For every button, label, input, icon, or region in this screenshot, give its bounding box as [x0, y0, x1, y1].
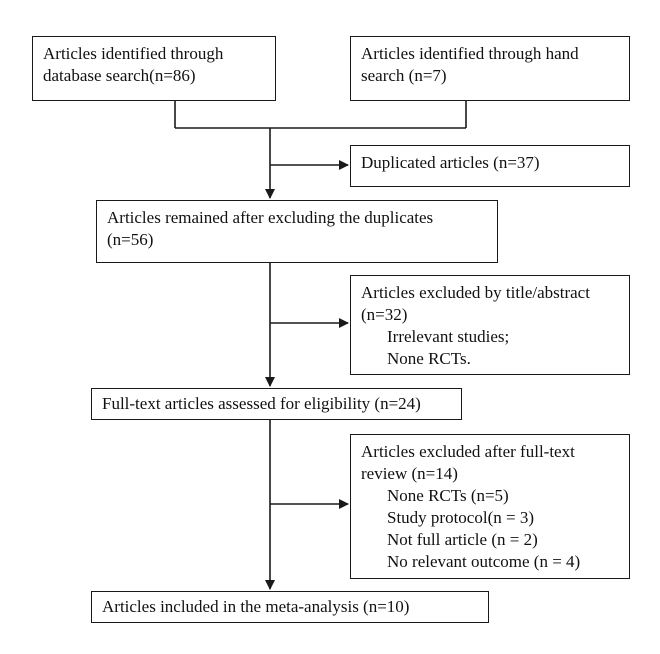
- exclusion-reason: No relevant outcome (n = 4): [387, 552, 581, 571]
- box-text-line: Articles included in the meta-analysis (…: [102, 597, 410, 616]
- box-fulltext-assessed: Full-text articles assessed for eligibil…: [91, 388, 462, 420]
- box-text-line: review (n=14): [361, 464, 458, 483]
- box-duplicated-articles: Duplicated articles (n=37): [350, 145, 630, 187]
- exclusion-reason: Study protocol(n = 3): [387, 508, 534, 527]
- box-text-line: search (n=7): [361, 66, 447, 85]
- box-excluded-title-abstract: Articles excluded by title/abstract (n=3…: [350, 275, 630, 375]
- box-hand-search: Articles identified through hand search …: [350, 36, 630, 101]
- exclusion-reason: Not full article (n = 2): [387, 530, 538, 549]
- box-text-line: (n=56): [107, 230, 154, 249]
- box-text-line: Articles identified through: [43, 44, 224, 63]
- box-text-line: Articles excluded after full-text: [361, 442, 575, 461]
- exclusion-reason: None RCTs.: [387, 349, 471, 368]
- box-text-line: Duplicated articles (n=37): [361, 153, 540, 172]
- box-excluded-fulltext: Articles excluded after full-text review…: [350, 434, 630, 579]
- box-text-line: Full-text articles assessed for eligibil…: [102, 394, 421, 413]
- box-text-line: Articles excluded by title/abstract: [361, 283, 590, 302]
- exclusion-reason: Irrelevant studies;: [387, 327, 510, 346]
- box-text-line: (n=32): [361, 305, 408, 324]
- box-articles-included: Articles included in the meta-analysis (…: [91, 591, 489, 623]
- box-database-search: Articles identified through database sea…: [32, 36, 276, 101]
- box-text-line: Articles remained after excluding the du…: [107, 208, 434, 227]
- exclusion-reason: None RCTs (n=5): [387, 486, 509, 505]
- box-text-line: Articles identified through hand: [361, 44, 579, 63]
- box-articles-remained: Articles remained after excluding the du…: [96, 200, 498, 263]
- box-text-line: database search(n=86): [43, 66, 196, 85]
